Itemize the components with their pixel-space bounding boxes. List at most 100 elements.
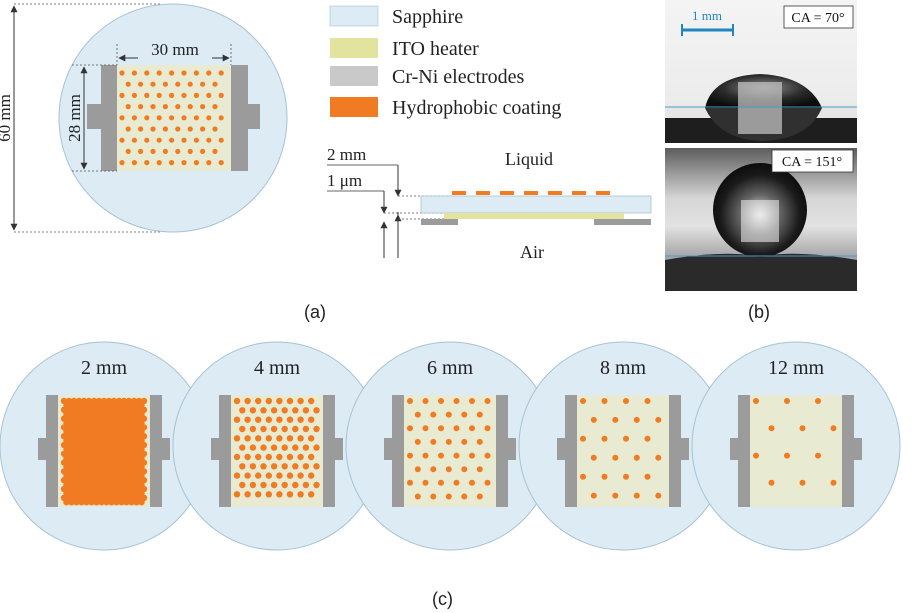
coating-dot bbox=[469, 452, 475, 459]
coating-dot bbox=[297, 397, 304, 405]
coating-dot bbox=[239, 463, 246, 470]
coating-dot bbox=[218, 160, 224, 166]
coating-dot bbox=[438, 479, 444, 486]
coating-dot bbox=[233, 453, 241, 461]
coating-dot bbox=[469, 425, 475, 432]
legend-label-sapphire: Sapphire bbox=[392, 6, 463, 28]
coating-dot bbox=[181, 137, 187, 143]
coating-dot bbox=[128, 499, 135, 506]
coating-dot bbox=[286, 416, 294, 423]
coating-dot bbox=[612, 492, 619, 499]
coating-dot bbox=[469, 398, 475, 404]
coating-dot bbox=[580, 398, 586, 404]
coating-dot bbox=[181, 115, 187, 121]
coating-dot bbox=[156, 92, 162, 98]
cross-section: 2 mm 1 μm Liquid Air bbox=[327, 145, 652, 262]
coating-dot bbox=[292, 407, 299, 414]
coating-dot bbox=[308, 453, 315, 461]
coating-dot bbox=[655, 416, 662, 423]
coating-dot bbox=[144, 92, 150, 98]
coating-dot bbox=[150, 148, 156, 154]
coating-dot bbox=[181, 160, 187, 166]
coating-dot bbox=[260, 444, 267, 451]
coating-dot bbox=[169, 137, 175, 143]
electrode bbox=[384, 438, 394, 460]
coating-dot bbox=[98, 499, 105, 506]
variant-label: 8 mm bbox=[600, 357, 647, 379]
coating-dot bbox=[239, 407, 246, 414]
coating-dot bbox=[244, 472, 251, 479]
coating-dot bbox=[281, 407, 288, 414]
electrode bbox=[842, 395, 854, 507]
coating-dot bbox=[255, 397, 262, 405]
electrodes-a bbox=[87, 65, 260, 171]
coating-dot bbox=[249, 463, 257, 470]
variant-label: 6 mm bbox=[427, 357, 474, 379]
coating-dot bbox=[206, 115, 212, 121]
coating-dot bbox=[244, 416, 251, 423]
coating-dot bbox=[265, 397, 272, 405]
pattern-variant-5: 12 mm bbox=[691, 341, 901, 551]
coating-dot bbox=[302, 444, 310, 451]
coating-dot bbox=[430, 411, 437, 418]
coating-dot bbox=[422, 452, 429, 459]
coating-dot bbox=[118, 499, 125, 506]
coating-dot bbox=[244, 435, 251, 442]
variant-label: 2 mm bbox=[81, 357, 128, 379]
coating-dot bbox=[93, 499, 100, 506]
electrode bbox=[333, 438, 343, 460]
electrode bbox=[557, 438, 567, 460]
coating-dot bbox=[138, 499, 145, 506]
coating-dot bbox=[131, 70, 137, 76]
coating-dot bbox=[244, 453, 251, 461]
panel-b-label: (b) bbox=[748, 302, 770, 322]
legend: Sapphire ITO heater Cr-Ni electrodes Hyd… bbox=[329, 5, 561, 119]
coating-dot bbox=[484, 398, 491, 404]
coating-dot bbox=[193, 137, 199, 143]
dim-30mm: 30 mm bbox=[116, 40, 232, 65]
coating-dot bbox=[138, 126, 144, 132]
coating-dot bbox=[422, 425, 429, 432]
coating-dot bbox=[276, 397, 283, 405]
coating-dot bbox=[68, 499, 75, 506]
electrode bbox=[219, 395, 231, 507]
coating-dot bbox=[239, 425, 246, 433]
coating-dot bbox=[156, 137, 162, 143]
coating-dot bbox=[753, 398, 759, 404]
coating-dot bbox=[265, 491, 272, 498]
legend-item-ito: ITO heater bbox=[330, 38, 479, 60]
coating-dot bbox=[193, 92, 199, 98]
coating-dot bbox=[590, 492, 597, 499]
coating-dot bbox=[119, 70, 125, 76]
coating-dot bbox=[601, 473, 608, 480]
coating-dot bbox=[255, 416, 262, 423]
coating-dot bbox=[286, 397, 294, 405]
photo-ca151-label: CA = 151° bbox=[782, 155, 842, 170]
coating-dot bbox=[131, 115, 137, 121]
coating-dot bbox=[308, 416, 315, 423]
coating-dot bbox=[286, 435, 294, 442]
coating-dot bbox=[601, 398, 608, 404]
coating-dot bbox=[281, 425, 288, 433]
coating-dot bbox=[187, 104, 193, 110]
coating-dot bbox=[144, 70, 150, 76]
coating-dot bbox=[633, 416, 640, 423]
coating-dot bbox=[193, 70, 199, 76]
coating-dot bbox=[125, 126, 131, 132]
coating-dot bbox=[313, 407, 320, 414]
electrode bbox=[679, 438, 689, 460]
coating-dot bbox=[193, 160, 199, 166]
coating-dot bbox=[276, 435, 283, 442]
coating-dot bbox=[162, 126, 168, 132]
coating-dot bbox=[422, 479, 429, 486]
coating-dot bbox=[131, 92, 137, 98]
coating-dot bbox=[623, 398, 629, 404]
coating-dot bbox=[78, 499, 85, 506]
photo-ca151: CA = 151° bbox=[665, 148, 857, 291]
coating-dot bbox=[233, 472, 241, 479]
coating-dot bbox=[169, 92, 175, 98]
coating-dot bbox=[281, 481, 288, 489]
coating-dot bbox=[313, 463, 320, 470]
